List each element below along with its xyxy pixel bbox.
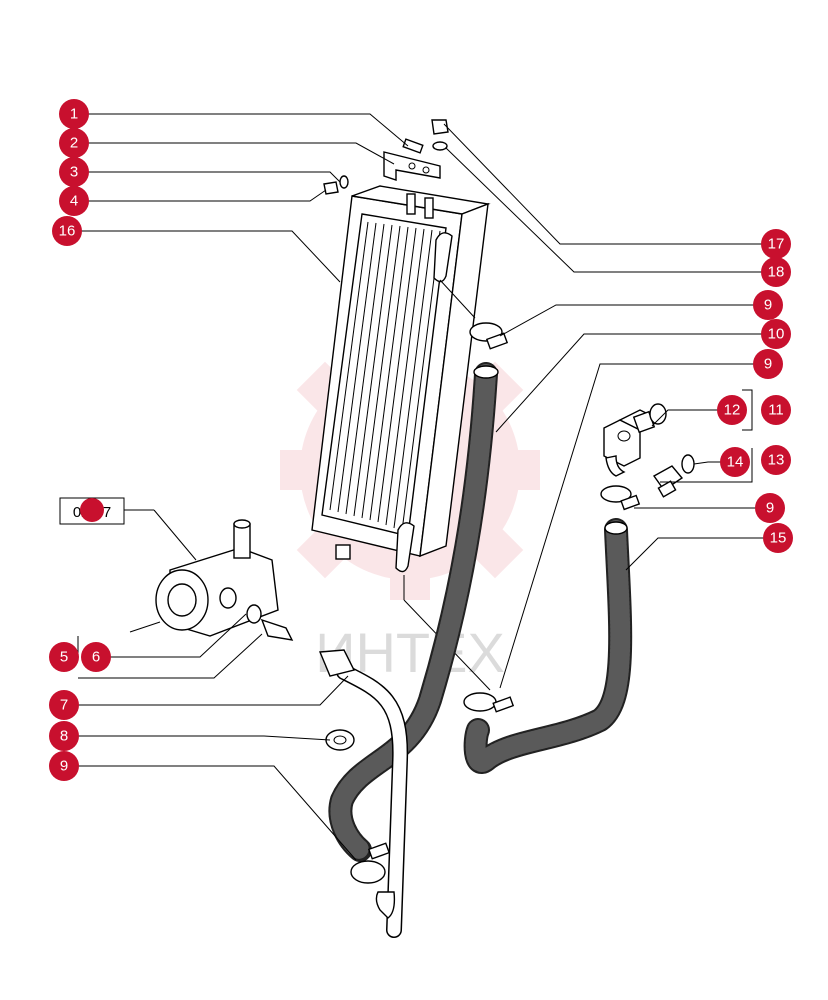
callout-16: 16 [52,216,82,246]
callout-6: 6 [81,642,111,672]
svg-text:9: 9 [764,356,772,373]
clamp-lower-mid [463,692,515,713]
callout-7: 7 [49,690,79,720]
svg-text:12: 12 [724,402,741,419]
svg-text:13: 13 [768,452,785,469]
callout-3: 3 [59,157,89,187]
hose-15 [463,518,633,774]
svg-text:2: 2 [70,135,78,152]
clamp-lower-left [350,842,391,884]
hydraulic-pump [129,519,355,751]
callout-9-lower: 9 [49,751,79,781]
callout-13: 13 [761,445,791,475]
callout-2: 2 [59,128,89,158]
svg-text:1: 1 [70,106,78,123]
hose-clamps [350,322,641,884]
callout-18: 18 [761,257,791,287]
callout-9-mid: 9 [753,349,783,379]
callout-14: 14 [720,447,750,477]
callout-15: 15 [763,523,793,553]
svg-text:17: 17 [768,236,785,253]
callouts: 1 2 3 4 16 17 18 9 10 9 12 11 14 13 9 15… [49,99,793,781]
callout-9-right: 9 [755,493,785,523]
svg-text:14: 14 [727,454,744,471]
svg-text:3: 3 [70,164,78,181]
pipe-7 [318,649,409,938]
callout-4: 4 [59,186,89,216]
svg-text:16: 16 [59,223,76,240]
callout-10: 10 [761,319,791,349]
callout-17: 17 [761,229,791,259]
svg-text:6: 6 [92,649,100,666]
cooler-fins [329,221,441,532]
svg-text:18: 18 [768,264,785,281]
clamp-upper-right [469,322,509,350]
leader-lines [77,113,772,861]
svg-text:9: 9 [764,297,772,314]
callout-9-upper: 9 [753,290,783,320]
svg-text:11: 11 [768,402,784,419]
svg-text:9: 9 [766,500,774,517]
mounting-bracket [323,119,449,195]
callout-8: 8 [49,721,79,751]
svg-text:7: 7 [60,697,68,714]
svg-text:8: 8 [60,728,68,745]
svg-text:10: 10 [768,326,785,343]
reference-marker [80,498,104,522]
callout-1: 1 [59,99,89,129]
callout-11: 11 [761,395,791,425]
svg-text:9: 9 [60,758,68,775]
callout-12: 12 [717,395,747,425]
hose-10 [328,362,499,862]
callout-5: 5 [49,642,79,672]
svg-text:5: 5 [60,649,68,666]
fittings-11-14 [603,403,695,498]
oil-cooler [311,185,491,691]
svg-text:15: 15 [770,530,787,547]
clamp-right-mid [600,485,641,511]
svg-text:4: 4 [70,193,78,210]
